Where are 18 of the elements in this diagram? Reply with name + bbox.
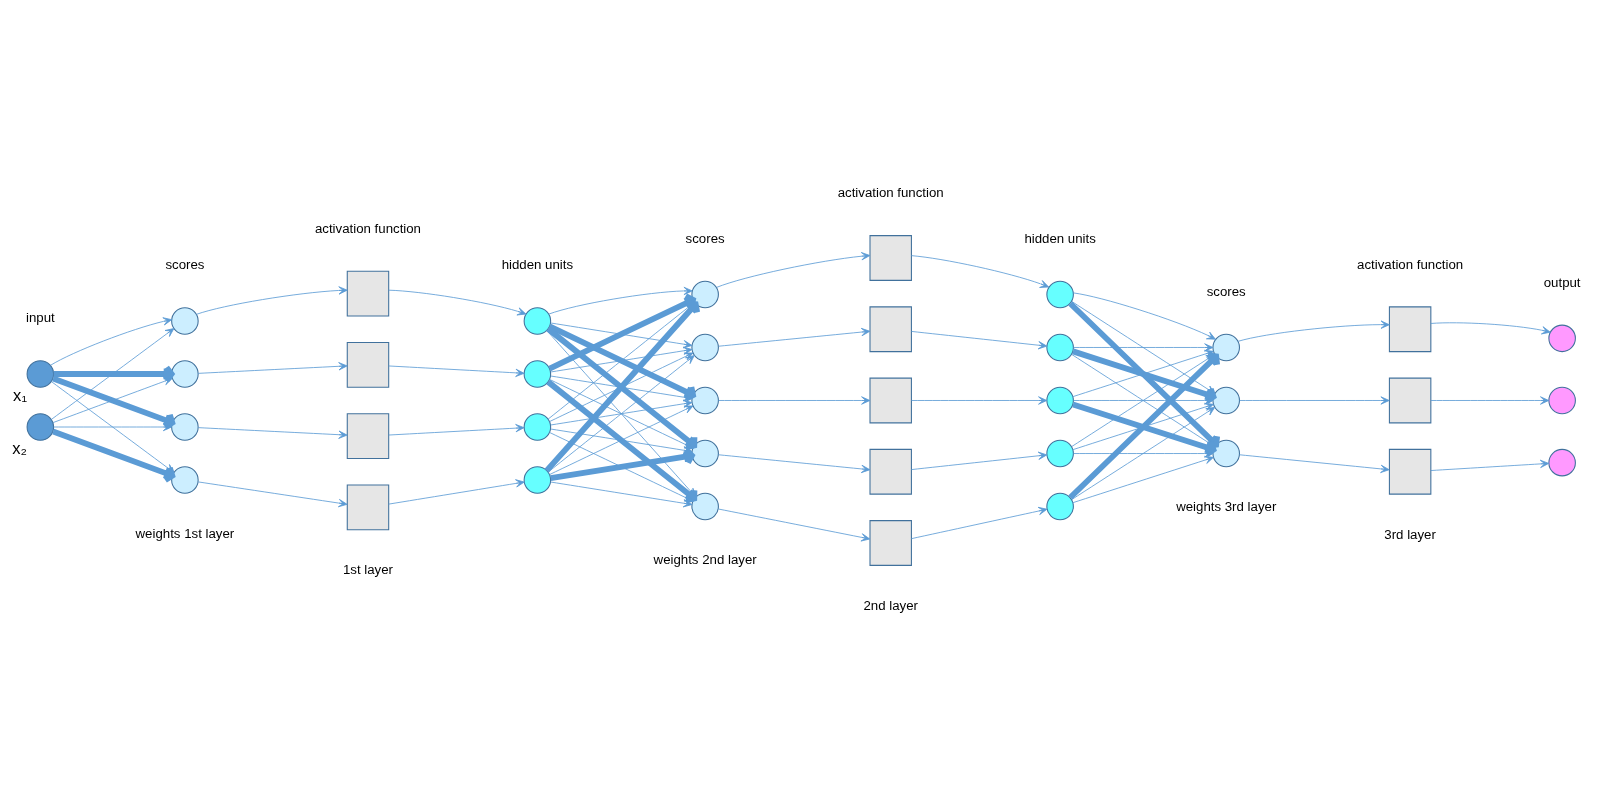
label: 2nd layer — [863, 597, 918, 613]
label: 1st layer — [342, 561, 394, 577]
label: input — [25, 309, 55, 325]
node-label: x₁ — [13, 385, 27, 404]
label: weights 1st layer — [135, 525, 235, 541]
node-label: x₂ — [12, 438, 27, 458]
label: scores — [1206, 283, 1246, 299]
label: activation function — [837, 184, 944, 200]
label: scores — [685, 230, 725, 246]
label: output — [1543, 274, 1581, 290]
label: scores — [165, 256, 205, 272]
label: weights 3rd layer — [1176, 498, 1277, 514]
label: activation function — [314, 220, 422, 236]
label: weights 2nd layer — [653, 551, 757, 567]
label: activation function — [1357, 256, 1464, 272]
label: hidden units — [501, 256, 574, 272]
label: 3rd layer — [1384, 526, 1436, 542]
label: hidden units — [1024, 230, 1096, 246]
